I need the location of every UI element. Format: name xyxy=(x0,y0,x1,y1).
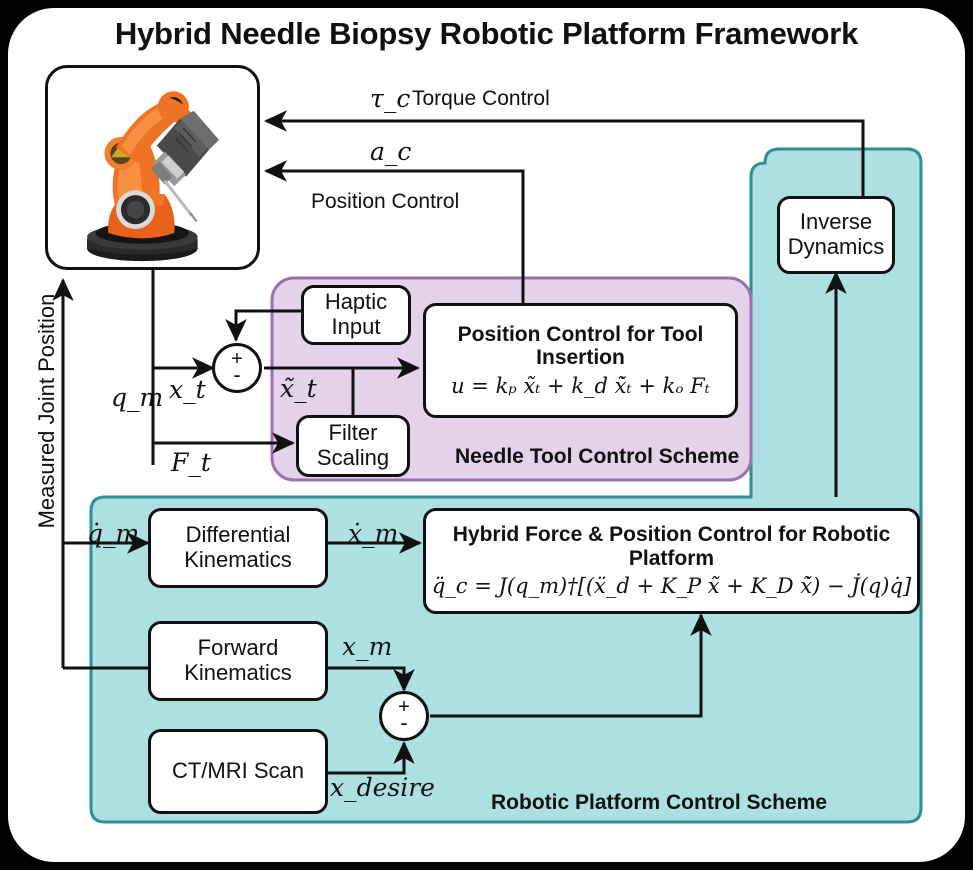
label-measured-joint-position: Measured Joint Position xyxy=(34,293,59,529)
label-F-t: F_t xyxy=(171,448,211,477)
node-hybrid-force-position-control[interactable]: Hybrid Force & Position Control for Robo… xyxy=(423,508,920,614)
node-filter-scaling[interactable]: Filter Scaling xyxy=(296,415,410,477)
torque-control-arrow xyxy=(264,110,865,198)
position-control-line2: Insertion xyxy=(536,346,625,370)
hybrid-control-equation: q̈_c = J(q_m)†[(ẍ_d + K_P x̃ + K_D ẋ̃) −… xyxy=(431,574,912,599)
haptic-input-to-junction xyxy=(225,309,301,342)
x-m-to-junction xyxy=(328,666,415,692)
label-x-m: x_m xyxy=(342,632,393,661)
summing-junction-tool: + - xyxy=(212,343,262,393)
label-torque-control: Torque Control xyxy=(412,87,550,110)
node-differential-kinematics[interactable]: Differential Kinematics xyxy=(148,508,328,588)
haptic-input-line2: Input xyxy=(331,314,381,339)
forward-kinematics-line2: Kinematics xyxy=(184,660,292,685)
label-x-tilde-t: x̃_t xyxy=(280,374,317,403)
x-desire-to-junction xyxy=(328,741,415,775)
robot-arm-panel xyxy=(45,65,260,270)
node-inverse-dynamics[interactable]: Inverse Dynamics xyxy=(777,196,895,274)
node-position-control-tool-insertion[interactable]: Position Control for Tool Insertion u = … xyxy=(423,303,738,418)
hybrid-control-line2: Platform xyxy=(628,546,715,570)
node-forward-kinematics[interactable]: Forward Kinematics xyxy=(148,621,328,701)
signal-flow-layer xyxy=(52,110,865,775)
needle-tool-scheme-label: Needle Tool Control Scheme xyxy=(455,445,740,468)
page-title: Hybrid Needle Biopsy Robotic Platform Fr… xyxy=(114,16,859,51)
inverse-dynamics-line1: Inverse xyxy=(799,209,873,235)
filter-scaling-line2: Scaling xyxy=(316,445,390,470)
filter-scaling-line1: Filter xyxy=(328,420,378,446)
inverse-dynamics-line2: Dynamics xyxy=(787,234,885,259)
summing-junction-platform: + - xyxy=(379,691,429,741)
robot-arm-icon xyxy=(86,91,219,262)
framework-diagram-frame: Hybrid Needle Biopsy Robotic Platform Fr… xyxy=(8,8,965,862)
junction-minus-sign: - xyxy=(233,362,241,387)
hybrid-control-line1: Hybrid Force & Position Control for Robo… xyxy=(452,523,891,547)
differential-kinematics-line1: Differential xyxy=(185,522,291,548)
position-control-arrow xyxy=(264,160,525,305)
differential-kinematics-line2: Kinematics xyxy=(184,547,292,572)
junction-minus-sign: - xyxy=(400,710,408,735)
label-position-control: Position Control xyxy=(311,190,460,213)
position-control-equation: u = kₚ x̃ₜ + k_d ẋ̃ₜ + kₒ Fₜ xyxy=(451,373,710,398)
position-error-to-hybrid-control xyxy=(430,613,712,718)
position-control-line1: Position Control for Tool xyxy=(457,322,704,346)
node-ct-mri-scan[interactable]: CT/MRI Scan xyxy=(148,729,328,814)
haptic-input-line1: Haptic xyxy=(324,289,388,315)
label-xdot-m: ẋ_m xyxy=(348,519,399,548)
label-qdot-m: q̇_m xyxy=(87,519,140,548)
robotic-platform-scheme-label: Robotic Platform Control Scheme xyxy=(491,791,828,814)
forward-kinematics-line1: Forward xyxy=(197,635,279,661)
label-accel-symbol: a_c xyxy=(370,137,412,166)
node-haptic-input[interactable]: Haptic Input xyxy=(301,285,411,345)
junction-plus-sign: + xyxy=(398,696,410,718)
ct-mri-scan-line1: CT/MRI Scan xyxy=(171,758,305,784)
label-x-t: x_t xyxy=(169,375,206,404)
label-torque-symbol: τ_c xyxy=(370,84,411,113)
label-q-m: q_m xyxy=(111,383,164,412)
label-x-desire: x_desire xyxy=(330,773,435,802)
junction-plus-sign: + xyxy=(231,348,243,370)
